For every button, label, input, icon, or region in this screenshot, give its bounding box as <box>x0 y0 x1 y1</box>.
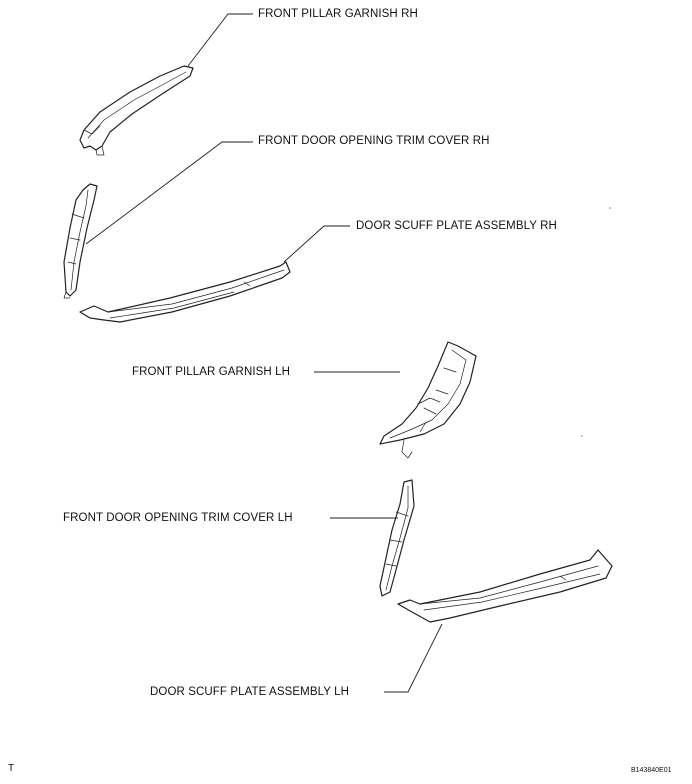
label-door-scuff-plate-assembly-lh: DOOR SCUFF PLATE ASSEMBLY LH <box>150 686 349 698</box>
corner-mark: T <box>8 763 15 774</box>
label-front-door-opening-trim-cover-lh: FRONT DOOR OPENING TRIM COVER LH <box>63 512 293 524</box>
front-door-opening-trim-cover-rh-part <box>63 183 98 299</box>
door-scuff-plate-assembly-rh-part <box>79 261 291 323</box>
label-door-scuff-plate-assembly-rh: DOOR SCUFF PLATE ASSEMBLY RH <box>356 220 557 232</box>
front-pillar-garnish-rh-part <box>79 65 194 156</box>
leader-front-pillar-garnish-rh <box>187 13 253 67</box>
label-front-pillar-garnish-lh: FRONT PILLAR GARNISH LH <box>132 366 291 378</box>
door-scuff-plate-assembly-lh-part <box>397 549 613 623</box>
label-front-pillar-garnish-rh: FRONT PILLAR GARNISH RH <box>258 8 418 20</box>
leader-door-scuff-plate-assembly-rh <box>283 225 350 263</box>
front-pillar-garnish-lh-part <box>379 341 477 459</box>
leader-front-door-opening-trim-cover-rh <box>85 141 253 245</box>
label-front-door-opening-trim-cover-rh: FRONT DOOR OPENING TRIM COVER RH <box>258 135 490 147</box>
leader-door-scuff-plate-assembly-lh <box>384 623 443 693</box>
figure-id: B143840E01 <box>631 767 672 774</box>
speck <box>581 435 583 437</box>
front-door-opening-trim-cover-lh-part <box>379 479 415 597</box>
speck <box>609 207 611 209</box>
